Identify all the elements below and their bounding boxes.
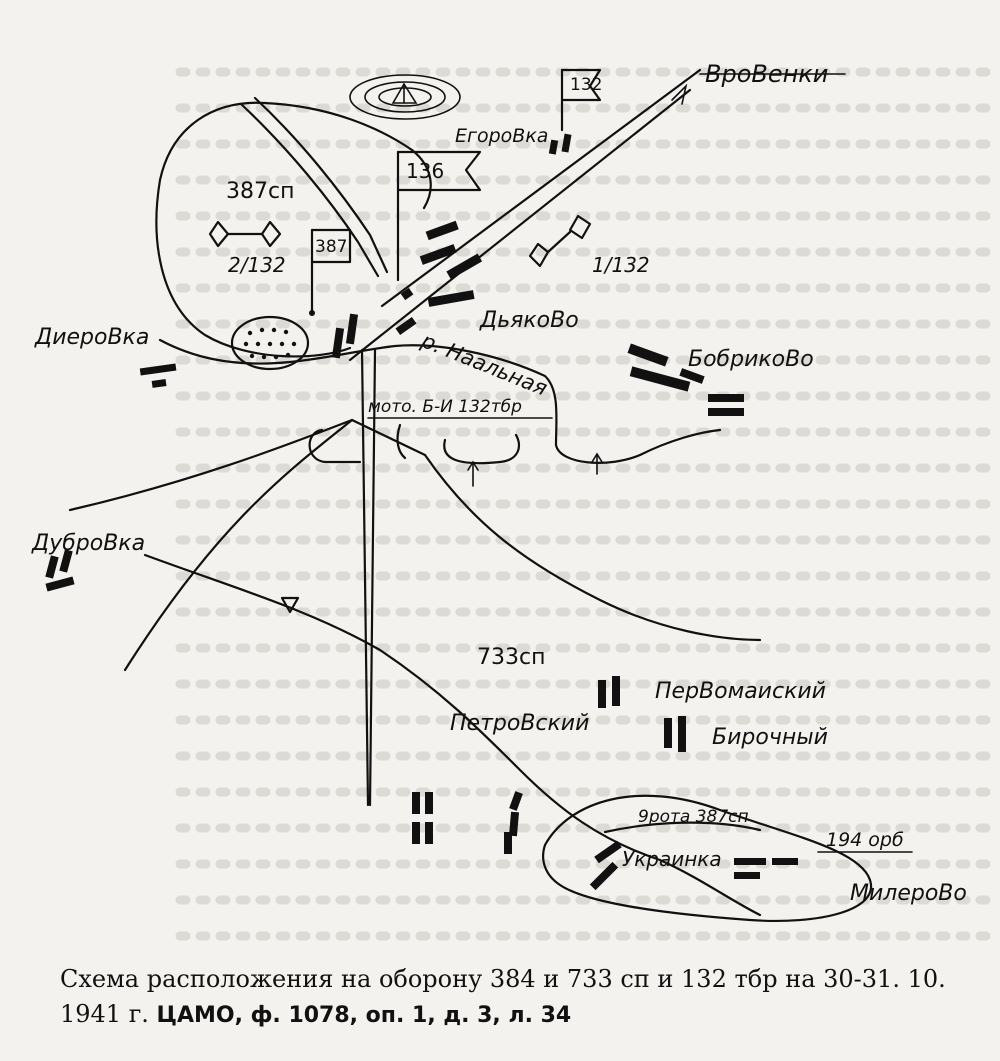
arrow-head-2 bbox=[591, 452, 603, 463]
road-vrovenki-2 bbox=[380, 68, 702, 308]
unit-positions bbox=[45, 133, 798, 891]
road-central-2 bbox=[368, 348, 377, 807]
label-pervomaysky: ПерВомаиский bbox=[655, 679, 826, 704]
label-dubrovka: ДуброВка bbox=[31, 531, 145, 556]
arrow-head-1 bbox=[467, 460, 479, 471]
background-text-bleed bbox=[175, 67, 995, 941]
river-naalnaya bbox=[158, 338, 722, 464]
caption-archive-reference: ЦАМО, ф. 1078, оп. 1, д. 3, л. 34 bbox=[156, 1003, 572, 1028]
moto-defence-1 bbox=[308, 428, 362, 464]
swamp-area bbox=[230, 315, 310, 371]
label-petrovsky: ПетроВский bbox=[450, 711, 589, 736]
road-arrow bbox=[671, 83, 688, 105]
label-ord-194: 194 орб bbox=[826, 829, 904, 851]
hill-contours bbox=[349, 74, 461, 120]
ukrainka-line bbox=[603, 821, 762, 834]
flag-132 bbox=[560, 68, 602, 132]
bn-1-132-symbol bbox=[528, 214, 592, 268]
moto-defence-2 bbox=[396, 423, 407, 460]
label-egorovka: ЕгороВка bbox=[455, 125, 548, 147]
label-river-naalnaya: р. Наальная bbox=[417, 328, 550, 401]
millerovo-ring bbox=[542, 794, 873, 923]
road-north bbox=[253, 96, 389, 274]
flag-136 bbox=[396, 150, 482, 282]
label-regiment-733: 733сп bbox=[477, 645, 545, 670]
label-company-9: 9рота 387сп bbox=[638, 807, 749, 827]
label-millerovo: МилероВо bbox=[850, 881, 967, 906]
label-bn-2-132: 2/132 bbox=[228, 253, 286, 277]
road-vrovenki bbox=[348, 88, 692, 362]
road-sw-2 bbox=[68, 418, 354, 512]
flag-387 bbox=[309, 228, 352, 316]
label-moto-bn: мото. Б-И 132тбр bbox=[368, 397, 522, 417]
regiment-387-boundary bbox=[155, 101, 432, 358]
label-ukrainka: Украинка bbox=[622, 847, 722, 871]
map-caption: Схема расположения на оборону 384 и 733 … bbox=[60, 962, 960, 1033]
triangle-marker bbox=[280, 596, 300, 614]
label-flag-132: 132 bbox=[570, 75, 602, 95]
caption-text: Схема расположения на оборону 384 и 733 … bbox=[60, 965, 946, 1028]
label-regiment-387: 387сп bbox=[226, 179, 294, 204]
label-flag-136: 136 bbox=[406, 159, 444, 183]
label-flag-387: 387 bbox=[315, 237, 347, 257]
label-bn-1-132: 1/132 bbox=[592, 253, 650, 277]
moto-defence-3 bbox=[443, 433, 520, 465]
label-bobrikovo: БобрикоВо bbox=[688, 347, 814, 372]
label-dyakovo: ДьякоВо bbox=[479, 308, 579, 333]
road-sw-3 bbox=[350, 418, 427, 457]
road-north-2 bbox=[239, 102, 380, 278]
road-sw-1 bbox=[123, 418, 354, 672]
tactical-map: ВроВенки ЕгороВка ДьякоВо БобрикоВо Диер… bbox=[31, 60, 995, 941]
label-vrovenki: ВроВенки bbox=[705, 60, 828, 88]
bn-2-132-symbol bbox=[208, 220, 282, 248]
label-birochny: Бирочный bbox=[712, 725, 828, 750]
regiment-733-boundary-2 bbox=[423, 453, 762, 642]
label-dierovka: ДиероВка bbox=[34, 325, 149, 350]
